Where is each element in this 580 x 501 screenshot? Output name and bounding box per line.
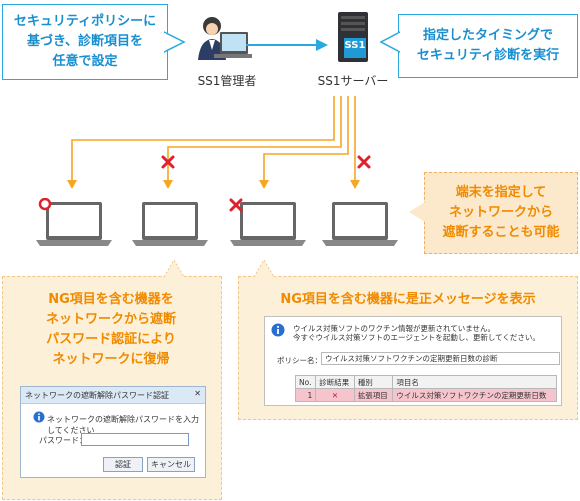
policy-value: ウイルス対策ソフトワクチンの定期更新日数の診断 <box>321 352 560 365</box>
panel-title-line: ネットワークから遮断 <box>45 312 176 327</box>
callout-line: 任意で設定 <box>52 54 118 69</box>
server-label: SS1サーバー <box>317 74 389 88</box>
distribution-arrows <box>67 96 371 189</box>
ok-circle-icon <box>38 198 52 211</box>
admin-user-icon <box>198 17 252 60</box>
callout-diagnosis-timing: 指定したタイミングで セキュリティ診断を実行 <box>398 14 578 78</box>
callout-line: セキュリティ診断を実行 <box>416 48 560 63</box>
blocked-cross-icon <box>229 198 243 212</box>
server-logo: SS1 <box>344 40 366 51</box>
table-row: 1 ✕ 拡張項目 ウイルス対策ソフトワクチンの定期更新日数 <box>294 388 557 402</box>
callout-line: 端末を指定して <box>455 185 547 200</box>
ng-cross-icon <box>161 155 371 169</box>
authenticate-button[interactable]: 認証 <box>103 457 143 472</box>
panel-title-line: NG項目を含む機器を <box>48 292 174 307</box>
info-icon <box>271 323 285 337</box>
callout-line: 遮断することも可能 <box>442 225 560 240</box>
policy-label: ポリシー名： <box>277 356 322 365</box>
table-header: 診断結果 <box>315 375 355 389</box>
panel-title-line: ネットワークに復帰 <box>52 352 170 367</box>
laptop-icon <box>132 202 208 246</box>
cancel-button[interactable]: キャンセル <box>147 457 195 472</box>
table-header: 種別 <box>353 375 394 389</box>
table-header: No. <box>294 375 317 389</box>
laptop-icon <box>36 198 112 246</box>
table-header: 項目名 <box>392 375 557 389</box>
message-line: 今すぐウイルス対策ソフトのエージェントを起動し、更新してください。 <box>293 333 540 342</box>
callout-line: ネットワークから <box>448 205 553 220</box>
table-cell: ✕ <box>315 388 355 402</box>
panel-left-title: NG項目を含む機器を ネットワークから遮断 パスワード認証により ネットワークに… <box>4 290 218 370</box>
admin-to-server-arrow <box>246 39 328 51</box>
callout-pointer <box>164 31 186 53</box>
password-label: パスワード： <box>39 436 87 445</box>
correction-message-window: ウイルス対策ソフトのワクチン情報が更新されていません。 今すぐウイルス対策ソフト… <box>264 316 562 406</box>
panel-pointer <box>163 259 185 278</box>
info-icon <box>33 411 45 423</box>
table-cell: ウイルス対策ソフトワクチンの定期更新日数 <box>392 388 557 402</box>
password-dialog: ネットワークの遮断解除パスワード認証 ✕ ネットワークの遮断解除パスワードを入力… <box>20 386 206 478</box>
admin-label: SS1管理者 <box>197 74 257 88</box>
callout-pointer <box>409 202 425 222</box>
dialog-title: ネットワークの遮断解除パスワード認証 <box>25 391 169 400</box>
dialog-titlebar: ネットワークの遮断解除パスワード認証 ✕ <box>21 387 205 404</box>
diagnosis-result-table: No. 診断結果 種別 項目名 1 ✕ 拡張項目 ウイルス対策ソフトワクチンの定… <box>294 375 557 402</box>
table-header-row: No. 診断結果 種別 項目名 <box>294 375 557 389</box>
panel-pointer <box>253 259 275 278</box>
callout-block-device: 端末を指定して ネットワークから 遮断することも可能 <box>424 172 578 254</box>
table-cell: 1 <box>294 388 317 402</box>
close-icon[interactable]: ✕ <box>194 389 201 398</box>
dialog-message: ネットワークの遮断解除パスワードを入力してください <box>47 415 199 435</box>
panel-right-title: NG項目を含む機器に是正メッセージを表示 <box>280 292 536 307</box>
callout-policy-setting: セキュリティポリシーに 基づき、診断項目を 任意で設定 <box>2 4 168 80</box>
laptop-icon <box>322 202 398 246</box>
password-input[interactable] <box>81 433 189 446</box>
laptop-icon <box>229 198 306 246</box>
table-cell: 拡張項目 <box>353 388 394 402</box>
panel-title-line: パスワード認証により <box>46 332 176 347</box>
message-line: ウイルス対策ソフトのワクチン情報が更新されていません。 <box>293 324 496 333</box>
callout-line: 指定したタイミングで <box>422 28 553 43</box>
callout-pointer <box>380 31 400 53</box>
callout-line: 基づき、診断項目を <box>26 34 144 49</box>
server-icon <box>338 12 368 62</box>
callout-line: セキュリティポリシーに <box>13 14 157 29</box>
